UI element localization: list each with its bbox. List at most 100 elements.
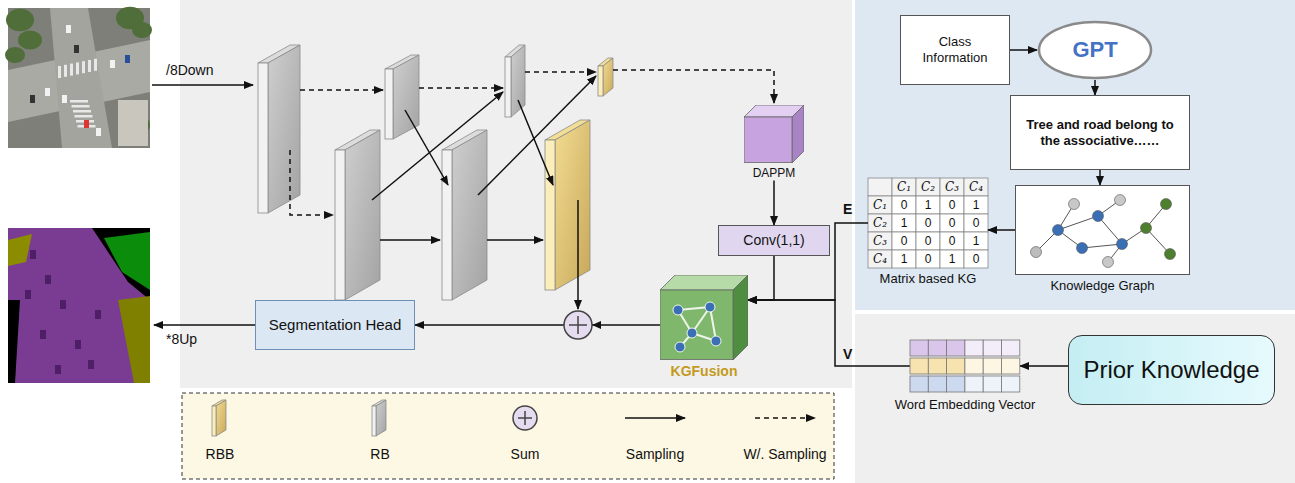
sampling-arrow	[487, 239, 543, 241]
matrix-cell-box	[868, 196, 892, 214]
graph-vertex	[1077, 243, 1088, 254]
photo-building	[118, 100, 148, 146]
matrix-cell-box	[940, 232, 964, 250]
matrix-cell-box	[892, 196, 916, 214]
gpt-output-box: Tree and road belong to the associative……	[1010, 95, 1190, 170]
segmentation-head: Segmentation Head	[255, 300, 415, 350]
node-caption: Word Embedding Vector	[895, 397, 1036, 413]
block-front	[372, 406, 376, 436]
seg-building	[118, 296, 150, 383]
matrix-cell: C₃	[940, 178, 964, 196]
matrix-cell: 1	[964, 196, 988, 214]
node-text: GPT	[1072, 37, 1117, 63]
graph-frame	[1015, 185, 1190, 275]
photo-crosswalk	[70, 100, 88, 103]
seg-car	[75, 340, 81, 349]
prior-panel	[855, 314, 1295, 483]
matrix-cell: C₁	[868, 196, 892, 214]
seg-car	[88, 360, 94, 369]
word-embedding: Word Embedding Vector	[890, 338, 1040, 413]
icon-node	[711, 336, 721, 346]
matrix-cell-box	[916, 178, 940, 196]
rb-block	[335, 130, 380, 300]
photo-car	[84, 120, 89, 128]
graph-vertex	[1069, 199, 1080, 210]
graph-vertex	[1165, 249, 1176, 260]
matrix-cell: 0	[916, 214, 940, 232]
embedding-cell	[1002, 376, 1020, 392]
graph-vertex	[1117, 239, 1128, 250]
node-text: Class Information	[907, 34, 1003, 65]
seg-car	[55, 365, 61, 374]
matrix-cell-box	[916, 196, 940, 214]
connector	[1094, 80, 1096, 95]
class-info-box: Class Information	[900, 15, 1010, 85]
photo-road	[50, 8, 112, 148]
conv-box: Conv(1,1)	[718, 225, 830, 256]
block-front	[335, 150, 345, 300]
scale-label: /8Down	[166, 62, 213, 79]
block-side	[216, 400, 226, 436]
kgfusion-block: KGFusion	[660, 275, 748, 380]
downsample-arrow	[152, 84, 253, 86]
sampling-arrow	[300, 89, 383, 91]
embedding-cell	[983, 376, 1001, 392]
photo-crosswalk	[82, 61, 85, 73]
embedding-cell	[947, 376, 965, 392]
graph-vertex	[1115, 195, 1126, 206]
matrix-cell-box	[964, 214, 988, 232]
matrix-cell-box	[916, 232, 940, 250]
icon-node	[687, 328, 697, 338]
legend-text: Sum	[511, 446, 540, 463]
block-front	[442, 150, 452, 300]
matrix-cell-box	[868, 178, 892, 196]
edge-label: E	[843, 201, 852, 218]
block-front	[505, 57, 511, 117]
connector	[748, 256, 774, 300]
graph-vertex	[1053, 225, 1064, 236]
sampling-arrow	[405, 110, 448, 185]
legend-entry: Sampling	[595, 446, 715, 463]
graph-vertex	[1161, 199, 1172, 210]
matrix-cell: 1	[892, 250, 916, 268]
connector	[748, 300, 910, 366]
rb-block	[505, 45, 525, 117]
sampling-arrow	[525, 71, 596, 73]
sum-input-head	[592, 321, 601, 329]
embedding-cell	[947, 358, 965, 374]
cube-art	[660, 275, 748, 360]
photo-crosswalk	[73, 110, 91, 113]
matrix-cell: C₄	[964, 178, 988, 196]
photo-tree	[18, 30, 42, 49]
matrix-cell-box	[868, 250, 892, 268]
scale-label: *8Up	[166, 331, 197, 348]
photo-tree	[6, 9, 34, 31]
node-caption: Knowledge Graph	[1050, 278, 1154, 294]
sampling-arrow	[577, 200, 579, 309]
seg-car	[30, 250, 36, 259]
rbb-block	[545, 120, 590, 290]
block-front	[545, 140, 555, 290]
connector	[1099, 170, 1101, 185]
photo-crosswalk	[75, 115, 93, 118]
matrix-cell: 0	[940, 232, 964, 250]
legend-sampling-arrow	[625, 417, 685, 419]
ellipse-outline	[1039, 22, 1151, 78]
seg-car	[40, 330, 46, 339]
block-side	[268, 45, 300, 213]
photo-crosswalk	[70, 64, 73, 76]
matrix-cell: C₁	[892, 178, 916, 196]
seg-car	[25, 290, 31, 299]
matrix-cell-box	[892, 178, 916, 196]
cube-side	[733, 275, 748, 360]
matrix-cell-box	[868, 214, 892, 232]
legend-text: RB	[370, 446, 389, 463]
cube-art	[744, 105, 804, 163]
seg-background	[92, 228, 150, 300]
matrix-cell-box	[916, 250, 940, 268]
graph-vertex	[1103, 257, 1114, 268]
dappm-block: DAPPM	[744, 105, 804, 180]
block-front	[385, 69, 393, 139]
sampling-arrow	[419, 87, 503, 89]
matrix-cell: C₃	[868, 232, 892, 250]
